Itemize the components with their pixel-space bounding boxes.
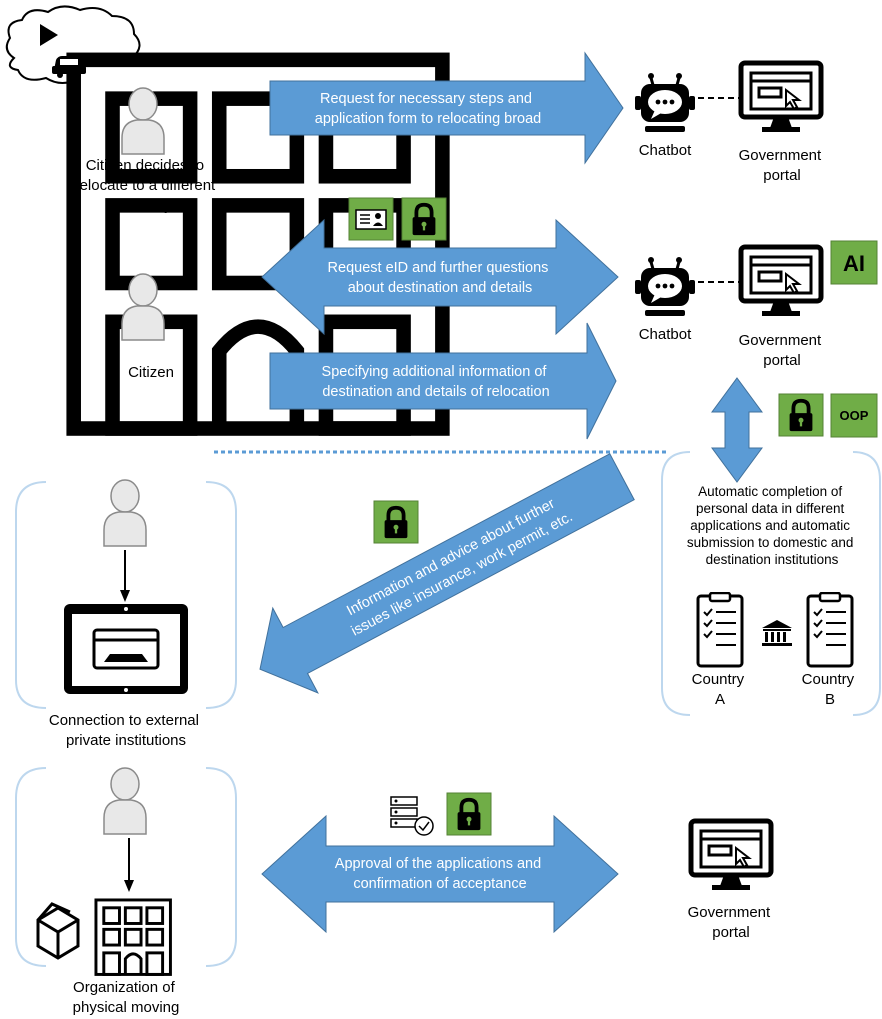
physical-moving-label: Organization of physical moving xyxy=(73,979,180,1016)
oop-badge: OOP xyxy=(830,393,878,438)
government-portal-label-2: Government portal xyxy=(739,332,826,369)
thought-cloud xyxy=(5,5,443,428)
chatbot-label: Chatbot xyxy=(639,142,692,159)
clipboard-icon-country-a xyxy=(696,592,744,668)
play-icon xyxy=(40,24,58,46)
automatic-completion-group: Automatic completion of personal data in… xyxy=(661,451,881,716)
person-icon-moving xyxy=(103,767,147,835)
svg-text:OOP: OOP xyxy=(840,408,869,423)
approval-arrow: Approval of the applications and confirm… xyxy=(261,814,619,934)
government-portal-label: Government portal xyxy=(739,147,826,184)
chatbot-icon xyxy=(633,72,697,134)
clipboard-icon-country-b xyxy=(806,592,854,668)
lock-badge-info xyxy=(373,500,419,544)
specifying-info-text: Specifying additional information of des… xyxy=(322,364,551,400)
external-institutions-label: Connection to external private instituti… xyxy=(49,712,203,749)
automatic-completion-text: Automatic completion of personal data in… xyxy=(687,484,857,567)
government-portal-label-3: Government portal xyxy=(688,904,775,941)
request-steps-arrow: Request for necessary steps and applicat… xyxy=(269,51,624,165)
chatbot-label-2: Chatbot xyxy=(639,326,692,343)
country-a-label: Country A xyxy=(692,671,749,708)
moving-box-icon xyxy=(36,902,80,960)
lock-badge-eid xyxy=(401,197,447,241)
office-building-icon xyxy=(94,898,172,976)
government-portal-icon xyxy=(741,63,821,132)
lock-badge-oop xyxy=(778,393,824,437)
government-portal-icon-3 xyxy=(691,821,771,890)
request-steps-text: Request for necessary steps and applicat… xyxy=(315,91,542,127)
country-b-label: Country B xyxy=(802,671,859,708)
physical-moving-group xyxy=(15,767,237,976)
approval-text: Approval of the applications and confirm… xyxy=(335,856,545,892)
external-institutions-group xyxy=(15,479,237,709)
eid-card-badge xyxy=(348,197,394,241)
institution-icon xyxy=(762,620,792,646)
tablet-icon xyxy=(64,604,188,694)
person-icon-external xyxy=(103,479,147,547)
specifying-info-arrow: Specifying additional information of des… xyxy=(269,322,617,440)
svg-text:AI: AI xyxy=(843,251,865,276)
server-check-icon xyxy=(390,796,434,836)
lock-badge-approval xyxy=(446,792,492,836)
portal-automation-double-arrow xyxy=(711,377,763,483)
information-advice-arrow: Information and advice about further iss… xyxy=(259,453,635,694)
citizen-label: Citizen xyxy=(128,364,174,381)
request-eid-text: Request eID and further questions about … xyxy=(328,260,553,296)
citizen-decides-label: Citizen decides to relocate to a differe… xyxy=(75,157,220,214)
chatbot-icon-2 xyxy=(633,256,697,318)
ai-badge: AI xyxy=(830,240,878,285)
government-portal-icon-2 xyxy=(741,247,821,316)
car-icon xyxy=(52,56,86,78)
request-eid-arrow: Request eID and further questions about … xyxy=(261,218,619,336)
